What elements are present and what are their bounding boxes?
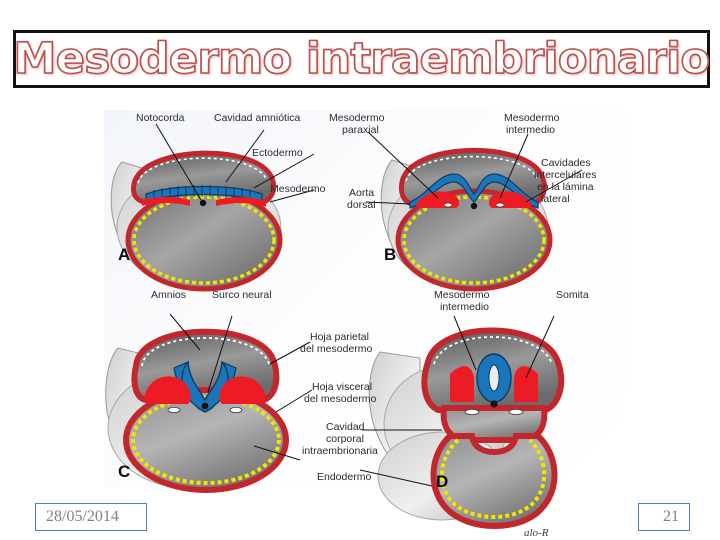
label-mesodermo-intermedio-line2: intermedio [506,124,556,136]
label-cavidad-corporal-line1: Cavidad [326,421,365,433]
label-hoja-parietal-line2: del mesodermo [300,343,373,355]
label-cavidad-corporal-line3: intraembrionaria [302,445,378,457]
panel-a-artwork [110,123,315,292]
label-mesodermo-paraxial-line1: Mesodermo [329,112,385,124]
label-cavidad-amniotica: Cavidad amniótica [214,112,301,124]
panel-letter-a: A [118,245,131,264]
footer-page-number: 21 [663,508,679,525]
label-mesodermo-intermedio-d-line2: intermedio [440,301,490,313]
label-somita: Somita [556,289,589,301]
label-amnios: Amnios [151,289,187,301]
footer-page-box: 21 [638,503,690,531]
label-cavidades-line3: en la lámina [537,181,594,193]
panel-letter-d: D [436,472,449,491]
label-mesodermo-paraxial-line2: paraxial [342,124,379,136]
label-hoja-visceral-line2: del mesodermo [304,393,377,405]
footer-date-box: 28/05/2014 [35,503,147,531]
label-cavidades-line4: lateral [541,193,570,205]
label-hoja-parietal-line1: Hoja parietal [310,331,369,343]
panel-letter-c: C [118,462,131,481]
label-cavidades-line2: intercelulares [534,169,597,181]
embryo-diagram-artwork: alo-R [105,123,583,539]
panel-letter-b: B [384,245,397,264]
label-endodermo: Endodermo [317,471,372,483]
label-cavidad-corporal-line2: corporal [326,433,364,445]
label-ectodermo: Ectodermo [252,147,303,159]
label-mesodermo-intermedio-d-line1: Mesodermo [434,289,490,301]
footer-date: 28/05/2014 [46,508,119,525]
label-notocorda: Notocorda [136,112,185,124]
panel-c-artwork [105,313,313,493]
label-mesodermo-intermedio-line1: Mesodermo [504,112,560,124]
label-aorta-line1: Aorta [349,187,375,199]
slide-title-box: Mesodermo intraembrionario [13,30,711,88]
label-hoja-visceral-line1: Hoja visceral [312,381,373,393]
panel-b-artwork [365,131,583,292]
label-aorta-line2: dorsal [347,199,376,211]
embryo-figure: alo-R Notocorda Cavidad amniótica Ectode… [104,110,626,539]
page-title: Mesodermo intraembrionario [13,33,711,84]
artist-signature: alo-R [524,527,549,539]
label-cavidades-line1: Cavidades [541,157,591,169]
panel-d-artwork: alo-R [359,315,565,539]
label-mesodermo: Mesodermo [270,183,326,195]
label-surco-neural: Surco neural [212,289,272,301]
